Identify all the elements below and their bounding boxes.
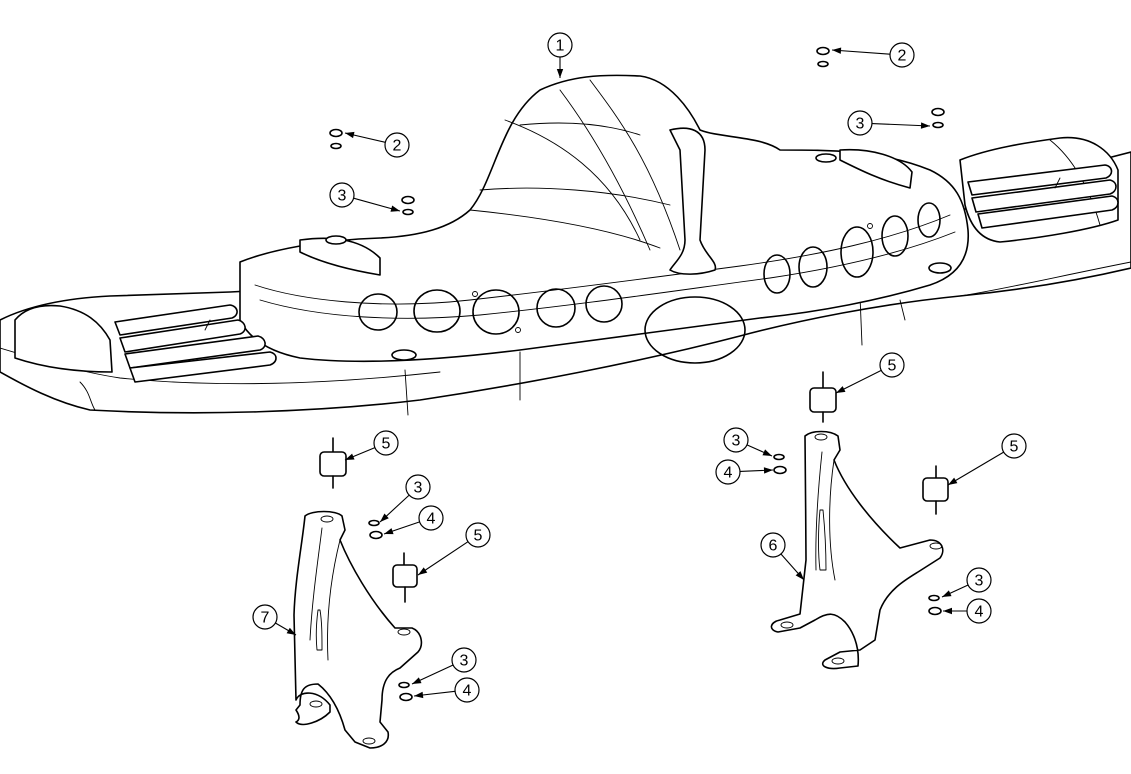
callout-leader: [871, 122, 931, 127]
callout-arrowhead: [556, 69, 564, 78]
callout-number: 3: [975, 573, 984, 590]
callout-arrowhead: [795, 571, 804, 580]
callout-number: 3: [338, 188, 347, 205]
callout-number: 7: [261, 610, 270, 627]
callout-arrowhead: [286, 627, 296, 635]
callout-number: 4: [463, 683, 472, 700]
callout-leader: [417, 541, 469, 576]
right-vent-louvers: [967, 164, 1119, 229]
callout-circle: [329, 182, 355, 208]
callout-number: 4: [975, 604, 984, 621]
callout-arrowhead: [345, 453, 355, 460]
nuts-washers-bottom: [368, 453, 942, 702]
callout-number: 1: [556, 38, 565, 55]
callout-arrowhead: [412, 677, 422, 684]
callout-arrowhead: [942, 590, 952, 597]
callout-number: 5: [888, 358, 897, 375]
callout-circle: [879, 352, 905, 378]
callout-number: 5: [382, 436, 391, 453]
callout-arrowhead: [345, 131, 355, 139]
left-vent-louvers: [114, 304, 277, 383]
nuts-washers-top: [329, 46, 945, 216]
callout-circle: [454, 677, 480, 703]
callout-arrowhead: [384, 528, 394, 535]
callout-circle: [451, 647, 477, 673]
callout-arrowhead: [762, 449, 772, 456]
callout-number: 2: [898, 48, 907, 65]
rubber-mounts: [319, 371, 949, 603]
callout-number: 3: [460, 653, 469, 670]
callout-number: 4: [724, 465, 733, 482]
callout-circle: [547, 32, 573, 58]
callout-circle: [889, 42, 915, 68]
callout-arrowhead: [763, 467, 773, 474]
callout-circle: [373, 430, 399, 456]
callout-number: 3: [732, 433, 741, 450]
callout-circle: [760, 532, 786, 558]
callout-arrowhead: [832, 47, 842, 54]
callout-number: 6: [769, 538, 778, 555]
callout-arrowhead: [836, 386, 846, 393]
callout-number: 5: [474, 528, 483, 545]
callout-circle: [252, 604, 278, 630]
callout-circle: [966, 598, 992, 624]
callout-arrowhead: [920, 122, 930, 129]
gauge-cutouts: [358, 202, 941, 364]
callout-arrowhead: [390, 205, 400, 212]
callout-number: 2: [393, 138, 402, 155]
callout-number: 5: [1010, 439, 1019, 456]
callout-number: 4: [427, 511, 436, 528]
callout-circle: [847, 110, 873, 136]
callout-circle: [723, 427, 749, 453]
callout-leader: [947, 451, 1004, 486]
callout-arrowhead: [943, 607, 952, 615]
callout-circle: [465, 522, 491, 548]
callout-leader: [831, 49, 891, 55]
callout-circle: [715, 459, 741, 485]
callout-circle: [384, 132, 410, 158]
callout-number: 3: [856, 116, 865, 133]
callout-arrowhead: [948, 477, 958, 485]
callout-arrowhead: [380, 513, 389, 522]
callout-circle: [405, 474, 431, 500]
callout-circle: [1001, 433, 1027, 459]
bracket-right: [770, 430, 944, 670]
callout-circle: [418, 505, 444, 531]
mount-bosses: [325, 153, 952, 361]
callout-number: 3: [414, 480, 423, 497]
callout-arrowhead: [414, 691, 424, 699]
callout-arrowhead: [418, 567, 428, 575]
bracket-left: [293, 510, 423, 749]
callout-circle: [966, 567, 992, 593]
main-housing: [0, 74, 1131, 416]
